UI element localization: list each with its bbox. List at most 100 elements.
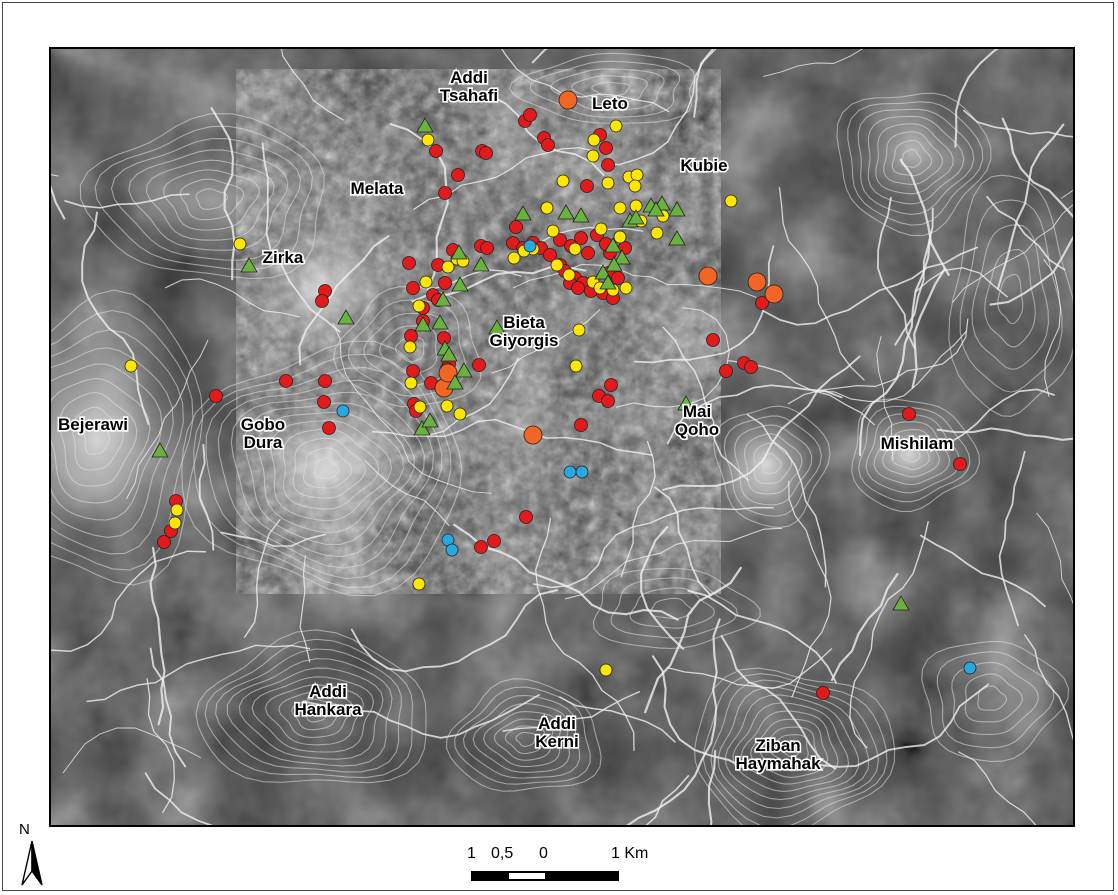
- site-marker-green: [599, 274, 617, 290]
- drainage-line: [830, 573, 899, 682]
- contour-ring: [282, 428, 380, 510]
- site-marker-yellow: [440, 399, 454, 413]
- drainage-line: [364, 460, 450, 527]
- drainage-line: [763, 49, 864, 77]
- contour-ring: [971, 224, 1049, 370]
- contour-lines: [51, 52, 1073, 825]
- place-label-leto: Leto: [592, 94, 628, 113]
- site-marker-yellow: [650, 226, 664, 240]
- site-marker-green: [613, 249, 631, 265]
- contour-ring: [270, 420, 393, 522]
- site-marker-green: [514, 205, 532, 221]
- contour-ring: [948, 174, 1073, 417]
- contour-ring: [857, 108, 975, 215]
- contour-ring: [51, 377, 151, 504]
- drainage-line: [666, 648, 833, 690]
- site-marker-green: [594, 264, 612, 280]
- site-marker-yellow: [619, 281, 633, 295]
- site-marker-yellow: [724, 194, 738, 208]
- site-marker-yellow: [453, 407, 467, 421]
- place-label-mai-qoho: Mai: [683, 402, 711, 421]
- drainage-line: [645, 775, 690, 825]
- drainage-line: [298, 235, 390, 366]
- site-marker-red: [404, 329, 418, 343]
- contour-ring: [867, 115, 965, 205]
- site-marker-yellow: [628, 179, 642, 193]
- site-marker-yellow: [540, 201, 554, 215]
- site-marker-yellow: [599, 663, 613, 677]
- contour-ring: [851, 398, 980, 512]
- drainage-line: [707, 749, 717, 825]
- contour-ring: [446, 678, 602, 792]
- contour-ring: [215, 648, 402, 773]
- site-marker-red: [523, 108, 537, 122]
- drainage-line: [998, 450, 1026, 627]
- drainage-line: [746, 413, 827, 588]
- drainage-line: [662, 326, 749, 481]
- contour-ring: [570, 75, 648, 105]
- contour-ring: [51, 363, 163, 521]
- site-marker-blue: [963, 661, 977, 675]
- site-marker-red: [474, 540, 488, 554]
- contour-ring: [291, 698, 342, 731]
- contour-ring: [195, 629, 427, 784]
- site-marker-red: [451, 168, 465, 182]
- site-marker-blue: [445, 543, 459, 557]
- site-marker-green: [455, 362, 473, 378]
- site-marker-orange: [747, 272, 767, 292]
- site-marker-green: [434, 291, 452, 307]
- contour-ring: [493, 718, 554, 761]
- drainage-line: [640, 525, 685, 650]
- contour-ring: [394, 337, 425, 363]
- drainage-line: [559, 696, 676, 743]
- contour-ring: [770, 734, 809, 765]
- contour-ring: [483, 711, 562, 768]
- contour-ring: [762, 452, 782, 475]
- site-marker-green: [416, 117, 434, 133]
- site-marker-yellow: [419, 275, 433, 289]
- contour-ring: [84, 422, 111, 455]
- contour-ring: [454, 686, 591, 785]
- drainage-line: [1024, 634, 1073, 741]
- drainage-line: [849, 521, 929, 749]
- site-marker-red: [744, 360, 758, 374]
- site-marker-yellow: [403, 340, 417, 354]
- site-marker-blue: [563, 465, 577, 479]
- contour-ring: [550, 68, 665, 112]
- drainage-line: [149, 546, 166, 726]
- site-marker-red: [755, 296, 769, 310]
- site-marker-green: [557, 204, 575, 220]
- site-marker-green: [677, 395, 695, 411]
- contour-ring: [226, 658, 393, 767]
- contour-ring: [51, 309, 194, 571]
- drainage-line: [858, 238, 931, 457]
- drainage-line: [149, 647, 187, 768]
- drainage-line: [512, 263, 757, 298]
- contour-ring: [79, 113, 325, 280]
- place-label-mai-qoho: Qoho: [675, 420, 719, 439]
- site-marker-red: [601, 158, 615, 172]
- site-marker-orange: [764, 284, 784, 304]
- drainage-line: [1001, 117, 1073, 219]
- drainage-line: [877, 196, 916, 350]
- site-marker-red: [318, 374, 332, 388]
- contour-ring: [244, 402, 415, 545]
- site-marker-green: [572, 207, 590, 223]
- site-marker-yellow: [412, 577, 426, 591]
- contour-ring: [723, 415, 822, 517]
- place-label-addi-hankara: Hankara: [294, 700, 362, 719]
- drainage-line: [146, 678, 175, 814]
- site-marker-red: [574, 231, 588, 245]
- site-marker-red: [509, 220, 523, 234]
- contour-ring: [951, 661, 1039, 735]
- contour-ring: [230, 391, 425, 558]
- site-marker-yellow: [413, 400, 427, 414]
- drainage-line: [911, 267, 946, 389]
- contour-ring: [204, 638, 414, 779]
- contour-ring: [744, 433, 803, 495]
- drainage-line: [144, 772, 214, 825]
- drainage-line: [280, 49, 344, 121]
- site-marker-red: [574, 418, 588, 432]
- drainage-line: [615, 307, 730, 408]
